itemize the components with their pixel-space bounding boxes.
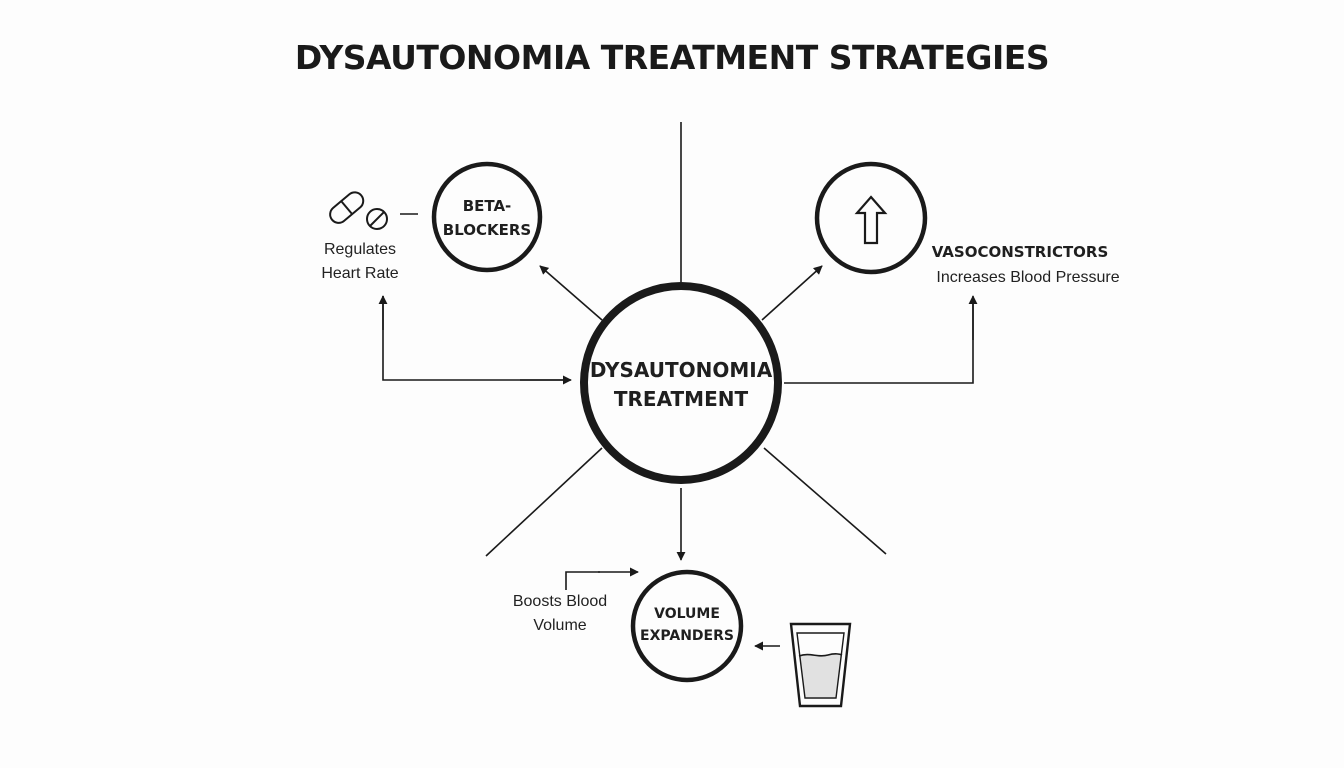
volume-expanders-circle	[630, 569, 744, 683]
volume-expanders-label: VOLUME EXPANDERS	[637, 603, 737, 647]
beta-blockers-line1: BETA-	[462, 197, 512, 215]
beta-blockers-label: BETA- BLOCKERS	[437, 194, 537, 242]
center-circle	[580, 282, 782, 484]
connector-boosts-blood-elbow	[565, 571, 600, 590]
vasoconstrictors-desc: Increases Blood Pressure	[936, 269, 1120, 286]
volume-expanders-line1: VOLUME	[654, 606, 720, 622]
pill-icon	[329, 191, 388, 230]
vasoconstrictors-circle	[814, 161, 928, 275]
beta-blockers-desc-line1: Regulates	[323, 241, 397, 258]
beta-blockers-line2: BLOCKERS	[442, 221, 532, 239]
center-label: DYSAUTONOMIA TREATMENT	[581, 356, 781, 414]
beta-blockers-desc-line2: Heart Rate	[321, 265, 399, 282]
vasoconstrictors-label: VASOCONSTRICTORS	[931, 243, 1109, 261]
page-title: DYSAUTONOMIA TREATMENT STRATEGIES	[294, 38, 1050, 77]
volume-expanders-line2: EXPANDERS	[640, 628, 734, 644]
volume-expanders-desc-line2: Volume	[533, 617, 587, 634]
volume-expanders-desc-line1: Boosts Blood	[512, 593, 608, 610]
arrow-heart-rate-elbow	[382, 296, 570, 381]
connector-center-right-elbow	[784, 300, 974, 384]
water-glass-icon	[789, 622, 852, 708]
connector-lower-left	[485, 447, 603, 557]
volume-expanders-desc: Boosts Blood Volume	[500, 590, 620, 638]
arrow-to-beta-blockers	[539, 265, 603, 321]
beta-blockers-desc: Regulates Heart Rate	[308, 238, 412, 286]
up-arrow-icon	[854, 195, 888, 245]
beta-blockers-circle	[431, 161, 543, 273]
connector-lower-right	[763, 447, 887, 555]
arrow-to-vasoconstrictors	[761, 265, 823, 321]
center-label-line1: DYSAUTONOMIA	[589, 358, 773, 382]
center-label-line2: TREATMENT	[613, 387, 749, 411]
